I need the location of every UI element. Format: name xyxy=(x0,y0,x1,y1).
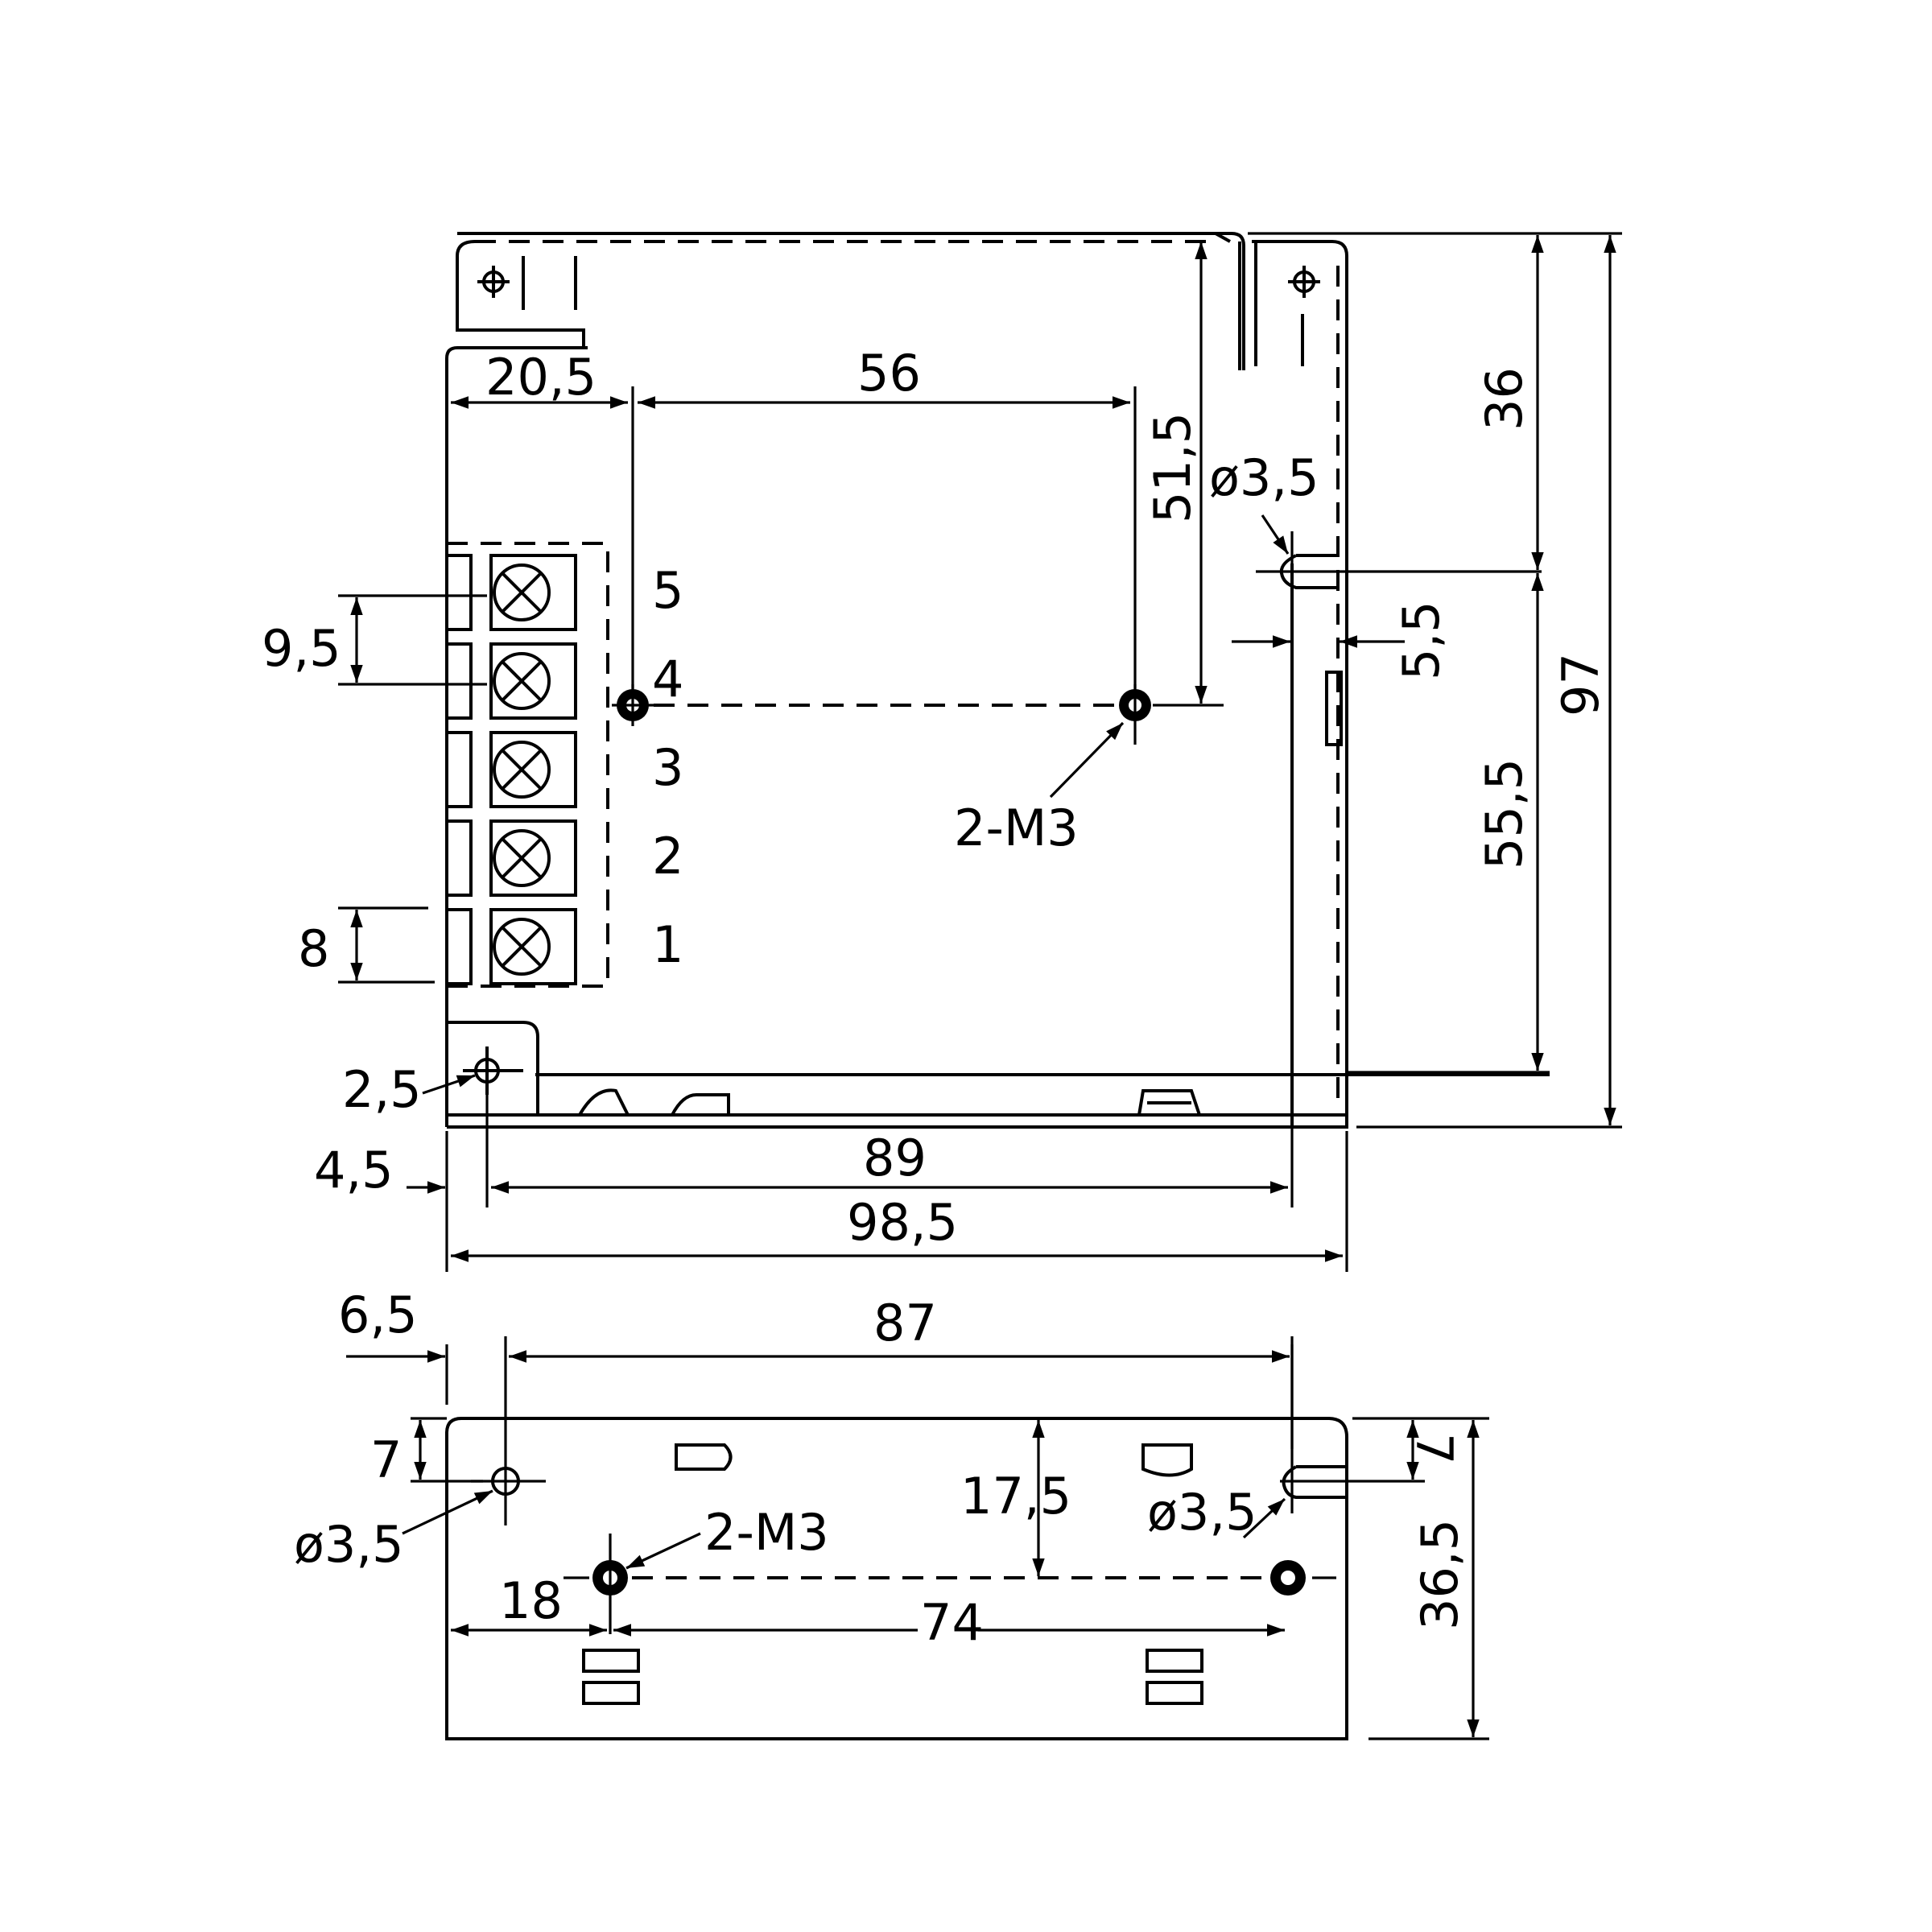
dim-17-5: 17,5 xyxy=(960,1467,1071,1525)
dim-6-5: 6,5 xyxy=(338,1286,418,1344)
terminal-number-1: 1 xyxy=(652,915,683,974)
side-view-body-outline xyxy=(445,1417,1348,1740)
leader-line xyxy=(1261,514,1290,555)
dim-7-left: 7 xyxy=(370,1430,402,1489)
terminal-block xyxy=(445,554,577,985)
top-view-body-outline xyxy=(445,240,1348,1129)
terminal-number-3: 3 xyxy=(652,738,683,797)
top-cover-outer-line xyxy=(457,232,1245,370)
vent-slot xyxy=(1146,1681,1203,1705)
screw-label: 2-M3 xyxy=(954,799,1079,857)
dim-20-5: 20,5 xyxy=(485,348,597,407)
side-view: 6,5 87 7 ø3,5 2-M3 17,5 ø3,5 7 36,5 18 xyxy=(294,1286,1489,1740)
leader-line xyxy=(625,1532,701,1570)
dim-89: 89 xyxy=(863,1129,927,1187)
dim-7-right: 7 xyxy=(1405,1433,1463,1464)
vent-slot xyxy=(1141,1443,1193,1477)
dim-56: 56 xyxy=(857,344,921,402)
terminal-number-4: 4 xyxy=(652,650,683,708)
dim-97: 97 xyxy=(1551,653,1610,716)
hole-diameter-label: ø3,5 xyxy=(1209,448,1319,507)
mount-hole-icon xyxy=(471,1336,546,1525)
dim-87: 87 xyxy=(873,1294,937,1352)
dim-36-5: 36,5 xyxy=(1410,1519,1469,1630)
dim-74: 74 xyxy=(920,1593,984,1652)
dim-55-5: 55,5 xyxy=(1475,758,1534,869)
m3-screw-hole-icon xyxy=(1270,1560,1336,1596)
leader-line xyxy=(1049,721,1125,799)
dim-8: 8 xyxy=(298,919,329,978)
dim-5-5: 5,5 xyxy=(1392,601,1451,680)
bottom-left-corner-tab xyxy=(447,1021,539,1115)
terminal-3 xyxy=(445,731,577,808)
terminal-1 xyxy=(445,908,577,985)
flange-hole-icon xyxy=(463,1046,523,1095)
dim-74-bg xyxy=(918,1598,978,1642)
leader-line xyxy=(402,1489,493,1535)
terminal-5 xyxy=(445,554,577,631)
hole-diameter-label-right: ø3,5 xyxy=(1147,1483,1257,1542)
mount-mark-icon xyxy=(1288,266,1320,298)
m3-screw-hole-icon xyxy=(1119,684,1151,745)
terminal-number-2: 2 xyxy=(652,827,683,886)
bottom-clip-shape xyxy=(671,1093,730,1116)
vent-slot xyxy=(582,1681,640,1705)
leader-line xyxy=(1242,1497,1286,1539)
leader-line xyxy=(422,1074,476,1095)
top-cover-left-tab xyxy=(456,240,585,348)
m3-screw-hole-icon xyxy=(592,1534,628,1634)
vent-slot xyxy=(1146,1649,1203,1673)
dim-51-5: 51,5 xyxy=(1143,412,1202,523)
dim-9-5: 9,5 xyxy=(262,619,341,678)
hole-diameter-label-left: ø3,5 xyxy=(294,1515,404,1574)
dim-98-5: 98,5 xyxy=(847,1193,958,1252)
right-flange-slot xyxy=(1325,671,1343,746)
dim-4-5: 4,5 xyxy=(314,1141,394,1199)
terminal-4 xyxy=(445,642,577,720)
bottom-clip-shape xyxy=(578,1088,630,1116)
top-view: 5 4 3 2 1 20,5 56 51,5 36 xyxy=(262,232,1622,1272)
dim-36: 36 xyxy=(1475,367,1534,431)
terminal-2 xyxy=(445,819,577,897)
terminal-number-5: 5 xyxy=(652,561,683,620)
vent-slot xyxy=(675,1443,733,1471)
dim-18: 18 xyxy=(499,1571,563,1630)
screw-label: 2-M3 xyxy=(704,1503,829,1562)
bottom-clip-shape xyxy=(1137,1089,1201,1116)
mount-mark-icon xyxy=(477,266,510,298)
dim-2-5: 2,5 xyxy=(342,1060,422,1119)
vent-slot xyxy=(582,1649,640,1673)
